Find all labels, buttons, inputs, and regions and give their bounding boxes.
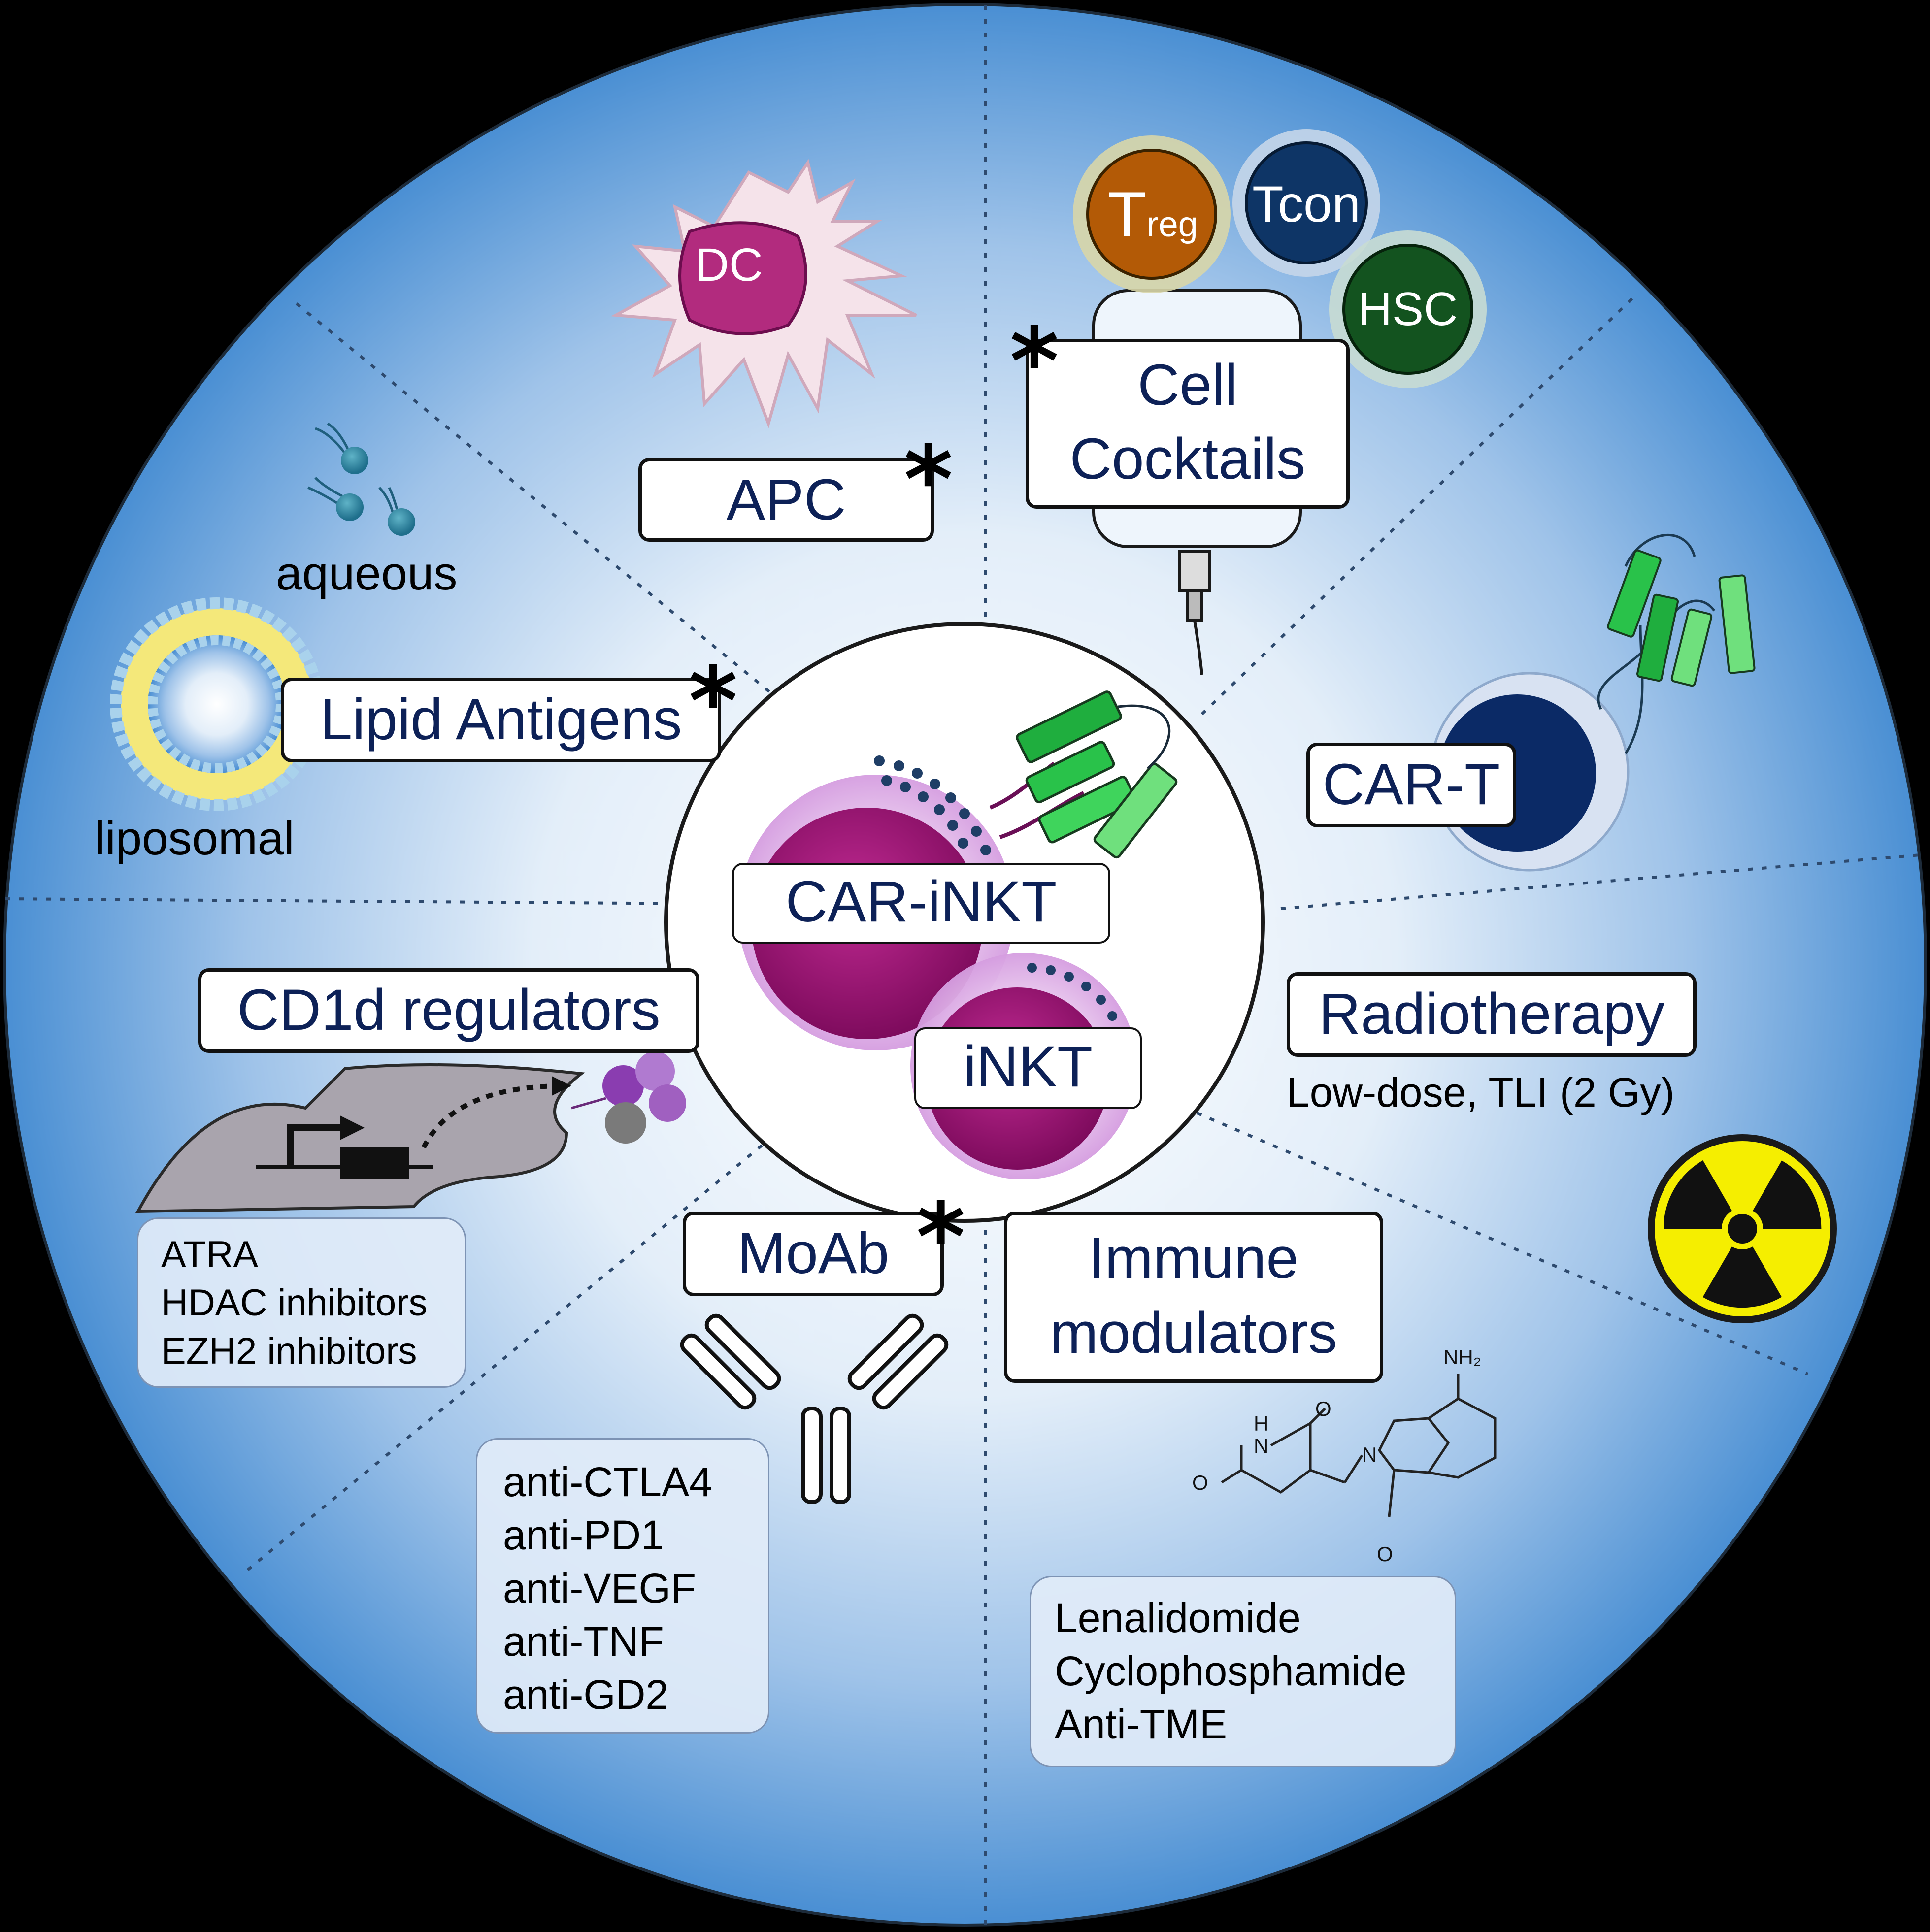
immune-modulators-label: Immune modulators xyxy=(1004,1212,1383,1383)
list-item: Anti-TME xyxy=(1055,1701,1228,1747)
radiotherapy-label: Radiotherapy xyxy=(1287,972,1697,1057)
list-item: ATRA xyxy=(161,1234,259,1276)
antibody-icon xyxy=(680,1313,949,1504)
lipid-star: * xyxy=(689,647,738,756)
cd1d-list: ATRA HDAC inhibitors EZH2 inhibitors xyxy=(137,1217,466,1388)
list-item: HDAC inhibitors xyxy=(161,1282,428,1324)
dendritic-cell xyxy=(610,159,917,428)
treg-label: Treg xyxy=(1098,177,1207,262)
lipid-antigens-label: Lipid Antigens xyxy=(281,678,721,762)
moab-label: MoAb xyxy=(683,1212,944,1296)
atom-h: H xyxy=(1254,1412,1268,1435)
atom-n1: N xyxy=(1254,1434,1268,1457)
atom-n2: N xyxy=(1362,1443,1377,1466)
tcon-label: Tcon xyxy=(1252,176,1361,233)
liposome-icon xyxy=(110,597,324,811)
immune-modulators-list: Lenalidomide Cyclophosphamide Anti-TME xyxy=(1030,1576,1456,1767)
cell-cocktails-line2: Cocktails xyxy=(1069,426,1306,491)
lenalidomide-structure xyxy=(1221,1374,1497,1517)
list-item: anti-VEGF xyxy=(503,1565,697,1611)
hsc-label: HSC xyxy=(1358,283,1458,335)
cell-cocktails-star: * xyxy=(1010,307,1059,416)
treg-sub: reg xyxy=(1146,205,1198,244)
gene-regulation-cell xyxy=(135,1051,686,1213)
immune-modulators-line2: modulators xyxy=(1050,1301,1337,1366)
car-t-label: CAR-T xyxy=(1306,743,1516,827)
treg-main: T xyxy=(1107,178,1147,250)
cell-cocktails-label: Cell Cocktails xyxy=(1026,339,1350,509)
moab-list: anti-CTLA4 anti-PD1 anti-VEGF anti-TNF a… xyxy=(476,1438,769,1734)
apc-label: APC xyxy=(638,458,934,542)
moab-star: * xyxy=(916,1183,965,1292)
atom-o1: O xyxy=(1315,1397,1331,1420)
cd1d-regulators-label: CD1d regulators xyxy=(198,968,699,1053)
aqueous-lipid-icon xyxy=(307,422,415,536)
structure-atom-labels: NH₂ H N O O N O xyxy=(1192,1345,1481,1566)
apc-star: * xyxy=(904,426,953,534)
radiation-icon xyxy=(1648,1134,1837,1323)
list-item: Lenalidomide xyxy=(1055,1595,1301,1641)
tcon-cell xyxy=(1232,129,1380,277)
list-item: anti-TNF xyxy=(503,1618,664,1665)
aqueous-label: aqueous xyxy=(276,547,458,600)
immune-modulators-line1: Immune xyxy=(1088,1226,1299,1291)
atom-o3: O xyxy=(1377,1542,1393,1566)
list-item: anti-PD1 xyxy=(503,1512,664,1558)
liposomal-label: liposomal xyxy=(95,812,295,865)
car-inkt-label: CAR-iNKT xyxy=(732,863,1110,944)
treg-cell xyxy=(1073,135,1231,293)
list-item: anti-GD2 xyxy=(503,1671,669,1718)
list-item: EZH2 inhibitors xyxy=(161,1330,417,1372)
atom-o2: O xyxy=(1192,1471,1208,1494)
cell-cocktails-line1: Cell xyxy=(1137,353,1238,418)
list-item: anti-CTLA4 xyxy=(503,1459,712,1505)
hsc-cell xyxy=(1329,230,1487,388)
segment-dividers xyxy=(4,5,1927,1926)
dc-cell-label: DC xyxy=(695,239,763,291)
atom-nh2: NH₂ xyxy=(1443,1345,1481,1369)
list-item: Cyclophosphamide xyxy=(1055,1648,1407,1694)
radiotherapy-subtitle: Low-dose, TLI (2 Gy) xyxy=(1287,1069,1675,1115)
inkt-label: iNKT xyxy=(914,1027,1142,1109)
